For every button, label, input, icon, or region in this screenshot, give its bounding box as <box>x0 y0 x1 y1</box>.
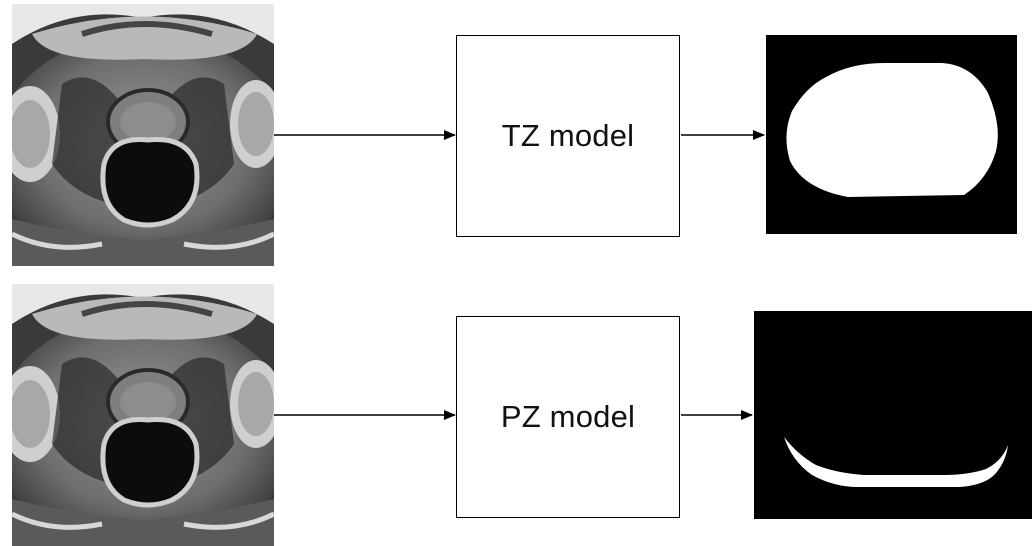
pz-output-mask <box>754 311 1032 519</box>
mri-input-image-tz <box>12 4 274 266</box>
mri-input-image-pz <box>12 284 274 546</box>
tz-model-box: TZ model <box>456 35 680 237</box>
pz-model-label: PZ model <box>500 399 636 434</box>
tz-output-mask <box>766 35 1017 234</box>
pz-model-box: PZ model <box>456 316 680 518</box>
tz-model-label: TZ model <box>501 118 635 153</box>
